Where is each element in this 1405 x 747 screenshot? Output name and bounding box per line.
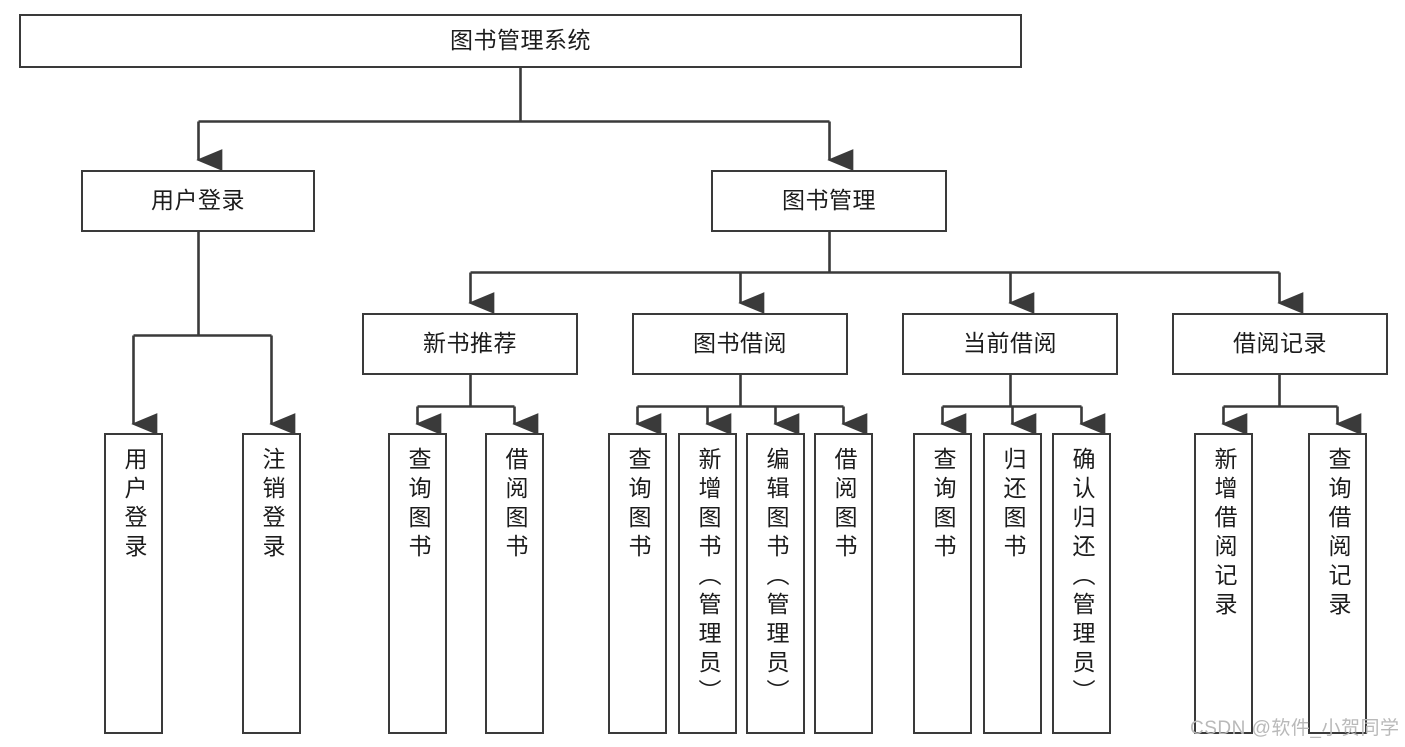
node-leaf-borrow-book-2[interactable]: 借阅图书 (814, 433, 873, 734)
node-label: 图书管理系统 (450, 27, 591, 54)
node-label: 归还图书 (1000, 447, 1026, 563)
node-label: 图书管理 (782, 187, 876, 214)
node-label: 注销登录 (259, 447, 285, 563)
node-new-book-recommend[interactable]: 新书推荐 (362, 313, 578, 375)
node-current-borrow[interactable]: 当前借阅 (902, 313, 1118, 375)
node-leaf-return-book[interactable]: 归还图书 (983, 433, 1042, 734)
node-leaf-confirm-return[interactable]: 确认归还（管理员） (1052, 433, 1111, 734)
node-label: 用户登录 (151, 187, 245, 214)
node-label: 图书借阅 (693, 330, 787, 357)
node-leaf-logout[interactable]: 注销登录 (242, 433, 301, 734)
node-label: 确认归还（管理员） (1069, 447, 1095, 708)
node-book-borrow[interactable]: 图书借阅 (632, 313, 848, 375)
node-label: 借阅记录 (1233, 330, 1327, 357)
node-label: 查询借阅记录 (1325, 447, 1351, 621)
node-leaf-query-book-1[interactable]: 查询图书 (388, 433, 447, 734)
node-label: 查询图书 (625, 447, 651, 563)
node-leaf-user-login[interactable]: 用户登录 (104, 433, 163, 734)
node-borrow-record[interactable]: 借阅记录 (1172, 313, 1388, 375)
node-leaf-query-record[interactable]: 查询借阅记录 (1308, 433, 1367, 734)
node-label: 新书推荐 (423, 330, 517, 357)
node-label: 查询图书 (405, 447, 431, 563)
node-book-management[interactable]: 图书管理 (711, 170, 947, 232)
node-user-login[interactable]: 用户登录 (81, 170, 315, 232)
node-label: 当前借阅 (963, 330, 1057, 357)
watermark-text: CSDN @软件_小贺同学 (1190, 718, 1400, 739)
node-label: 借阅图书 (502, 447, 528, 563)
node-leaf-query-book-2[interactable]: 查询图书 (608, 433, 667, 734)
node-leaf-borrow-book-1[interactable]: 借阅图书 (485, 433, 544, 734)
node-leaf-add-book[interactable]: 新增图书（管理员） (678, 433, 737, 734)
node-leaf-edit-book[interactable]: 编辑图书（管理员） (746, 433, 805, 734)
node-label: 新增图书（管理员） (695, 447, 721, 708)
node-label: 查询图书 (930, 447, 956, 563)
node-leaf-add-record[interactable]: 新增借阅记录 (1194, 433, 1253, 734)
node-label: 借阅图书 (831, 447, 857, 563)
node-label: 用户登录 (121, 447, 147, 563)
node-root-title[interactable]: 图书管理系统 (19, 14, 1022, 68)
node-label: 新增借阅记录 (1211, 447, 1237, 621)
node-label: 编辑图书（管理员） (763, 447, 789, 708)
node-leaf-query-book-3[interactable]: 查询图书 (913, 433, 972, 734)
